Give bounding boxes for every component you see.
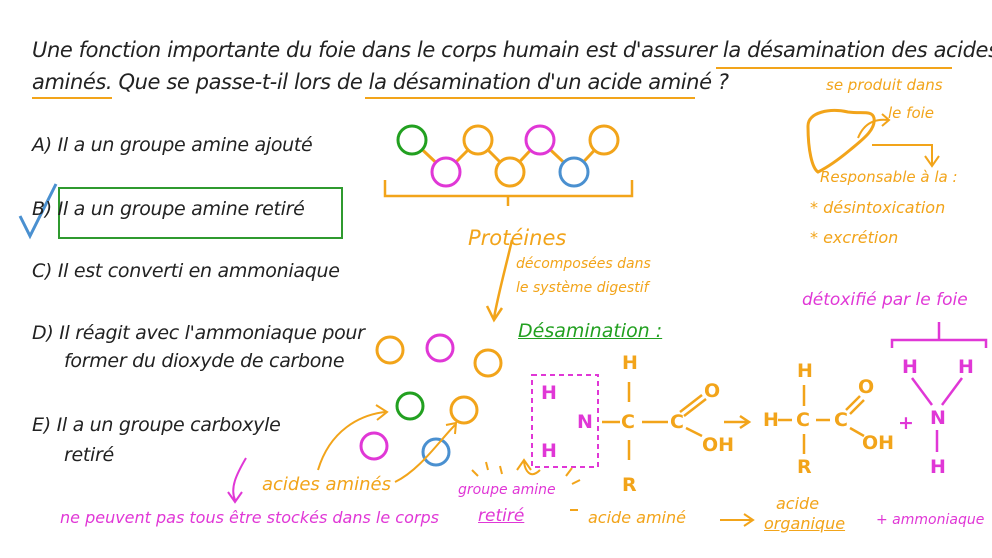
amine-n: N <box>577 411 593 433</box>
ammonia-n: N <box>930 407 946 429</box>
ammonia-h-bottom: H <box>930 456 946 478</box>
sparkle-marks <box>471 461 581 511</box>
amino-circle-blue <box>558 156 590 188</box>
amino-r: R <box>622 474 637 496</box>
plus-ammonia-label: + ammoniaque <box>876 512 985 528</box>
option-d-line2: former du dioxyde de carbone <box>64 350 345 372</box>
option-letter: B) <box>32 198 52 220</box>
amine-dashed-box <box>531 374 599 468</box>
organic-r: R <box>797 456 812 478</box>
option-d[interactable]: D) Il réagit avec l'ammoniaque pour <box>32 322 365 344</box>
ammonia-h-left: H <box>902 356 918 378</box>
option-letter: D) <box>32 322 54 344</box>
organic-o: O <box>858 376 875 398</box>
decomposed-line-2: le système digestif <box>516 280 649 296</box>
protein-brace <box>383 180 634 206</box>
protein-chain <box>396 124 620 188</box>
liver-arrow <box>857 113 891 139</box>
detoxified-label: détoxifié par le foie <box>802 290 968 310</box>
option-letter: C) <box>32 260 53 282</box>
amino-c-carboxyl: C <box>670 411 684 433</box>
organic-oh: OH <box>862 432 895 454</box>
liver-note-2: le foie <box>888 104 935 122</box>
option-letter: A) <box>32 134 52 156</box>
option-text: Il a un groupe amine retiré <box>57 198 305 220</box>
plus-sign: + <box>898 412 914 434</box>
amino-circle-green <box>396 124 428 156</box>
amino-circle-orange <box>494 156 526 188</box>
detox-item: * désintoxication <box>810 198 946 217</box>
decomposed-line-1: décomposées dans <box>516 256 651 272</box>
amine-h-1: H <box>541 382 557 404</box>
question-line-1: Une fonction importante du foie dans le … <box>32 38 992 62</box>
liver-icon <box>806 109 876 174</box>
liver-note-1: se produit dans <box>826 76 943 94</box>
option-letter: E) <box>32 414 51 436</box>
proteins-label: Protéines <box>468 226 567 250</box>
organic-acid-line-1: acide <box>776 494 820 513</box>
ammonia-h-right: H <box>958 356 974 378</box>
option-text: Il est converti en ammoniaque <box>57 260 340 282</box>
option-e-line2: retiré <box>64 444 114 466</box>
correct-answer-box <box>58 187 343 239</box>
amine-group-label: groupe amine <box>458 482 556 498</box>
cannot-store-note: ne peuvent pas tous être stockés dans le… <box>60 508 439 527</box>
amino-bonds <box>602 382 707 460</box>
pink-arrow <box>227 457 247 504</box>
amino-circle-pink <box>524 124 556 156</box>
organic-acid-line-2: organique <box>764 514 846 533</box>
amino-c-alpha: C <box>621 411 635 433</box>
organic-bonds <box>778 385 865 454</box>
option-e[interactable]: E) Il a un groupe carboxyle <box>32 414 281 436</box>
bottom-arrow <box>720 513 755 527</box>
removed-label: retiré <box>478 506 525 526</box>
option-text: Il a un groupe amine ajouté <box>57 134 313 156</box>
amino-acids-label: acides aminés <box>262 474 391 495</box>
ammonia-bonds <box>890 322 988 452</box>
amine-arrow <box>516 458 541 476</box>
amino-oh: OH <box>702 434 735 456</box>
amino-arrow-1 <box>317 404 389 471</box>
amino-h-top: H <box>622 352 638 374</box>
reaction-arrow <box>724 414 752 430</box>
check-icon <box>18 183 58 240</box>
amine-h-2: H <box>541 440 557 462</box>
responsible-label: Responsable à la : <box>820 168 958 186</box>
question-line-2: aminés. Que se passe-t-il lors de la dés… <box>32 70 729 94</box>
amino-acid-label: acide aminé <box>588 508 686 527</box>
organic-c-alpha: C <box>796 409 810 431</box>
loose-amino-acids <box>359 333 503 467</box>
option-a[interactable]: A) Il a un groupe amine ajouté <box>32 134 313 156</box>
excretion-item: * excrétion <box>810 228 899 247</box>
amino-circle-orange <box>588 124 620 156</box>
option-text: Il réagit avec l'ammoniaque pour <box>59 322 365 344</box>
liver-bracket <box>872 144 940 168</box>
organic-c-carboxyl: C <box>834 409 848 431</box>
amino-circle-pink <box>430 156 462 188</box>
organic-h-left: H <box>763 409 779 431</box>
proteins-arrow <box>485 239 514 323</box>
organic-h-top: H <box>797 360 813 382</box>
amino-o: O <box>704 380 721 402</box>
deamination-title: Désamination : <box>518 320 663 342</box>
amino-arrow-2 <box>394 421 458 483</box>
amino-circle-orange <box>462 124 494 156</box>
option-c[interactable]: C) Il est converti en ammoniaque <box>32 260 340 282</box>
option-text: Il a un groupe carboxyle <box>56 414 281 436</box>
option-b[interactable]: B) Il a un groupe amine retiré <box>32 198 305 220</box>
